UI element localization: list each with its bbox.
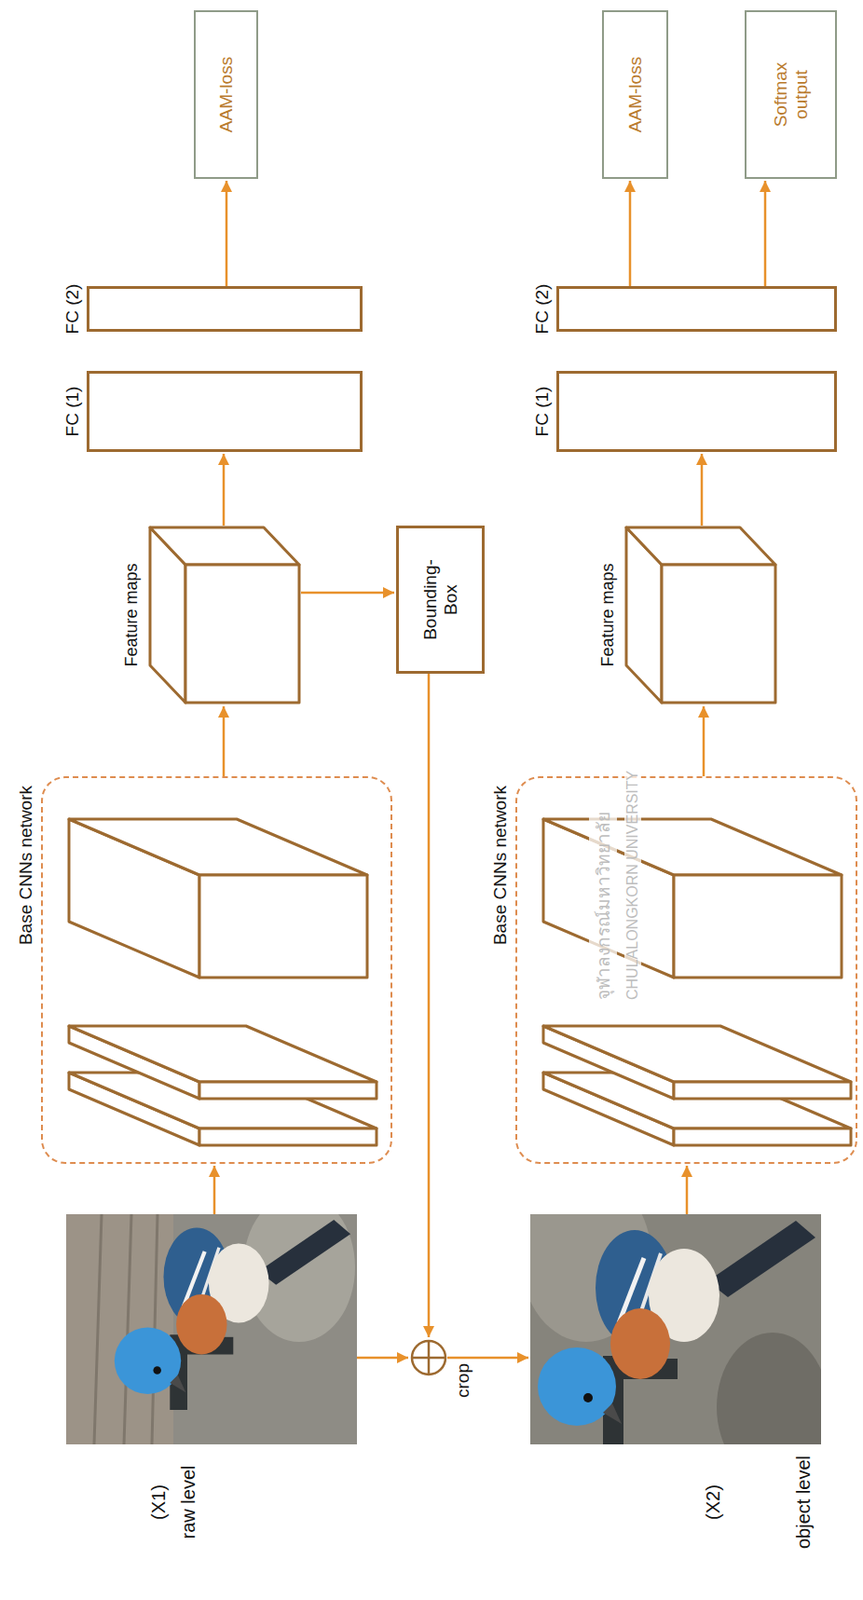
input-label: raw level — [178, 1465, 200, 1540]
node-heading: FC (1) — [62, 386, 83, 438]
node-heading: FC (2) — [532, 284, 553, 335]
arrow-connector — [700, 453, 704, 526]
box-label: Softmax output — [770, 62, 812, 128]
fc-layer: FC (2) — [86, 286, 363, 332]
box-label: AAM-loss — [216, 56, 237, 133]
crop-circle — [411, 1341, 446, 1375]
feature-maps: Feature maps — [624, 525, 778, 705]
arrow-connector — [629, 180, 632, 287]
node-heading: crop — [452, 1363, 474, 1398]
arrow-connector — [222, 706, 226, 777]
watermark-text: จุฬาลงกรณ์มหาวิทยาลัย — [589, 808, 617, 1004]
input-photo: (X2)object level — [530, 1214, 822, 1445]
input-label: (X2) — [702, 1484, 725, 1521]
node-heading: FC (1) — [532, 386, 553, 438]
crop-op: crop — [410, 1339, 448, 1377]
loss-box: AAM-loss — [602, 10, 669, 179]
fc-layer: FC (2) — [556, 286, 837, 332]
cube-front — [661, 564, 776, 703]
arrow-connector — [222, 453, 226, 526]
output-box: Softmax output — [744, 10, 837, 179]
raw-photo — [66, 1214, 357, 1445]
node-heading: Feature maps — [598, 562, 618, 667]
node-heading: Base CNNs network — [15, 785, 37, 946]
input-label: (X1) — [148, 1484, 170, 1521]
arrow-connector — [356, 1356, 409, 1360]
cube-side — [626, 527, 776, 565]
arrow-connector — [685, 1165, 689, 1215]
crop-plus — [411, 1356, 446, 1360]
arrow-connector — [447, 1356, 529, 1360]
cube-side — [150, 527, 300, 565]
cnn-group: Base CNNs network — [515, 776, 858, 1165]
box-label: Bounding- Box — [420, 559, 462, 641]
arrow-connector — [301, 591, 395, 595]
input-photo: (X1)raw level — [66, 1214, 357, 1445]
node-heading: Feature maps — [122, 562, 142, 667]
node-heading: FC (2) — [62, 284, 83, 335]
cube-outline — [624, 525, 778, 705]
bbox-box: Bounding- Box — [396, 525, 485, 674]
cube-faces — [626, 527, 776, 703]
loss-box: AAM-loss — [193, 10, 259, 179]
cube-front — [185, 564, 300, 703]
box-label: AAM-loss — [625, 56, 646, 133]
cnn-group: Base CNNs network — [41, 776, 393, 1165]
fc-layer: FC (1) — [556, 370, 837, 453]
feature-maps: Feature maps — [148, 525, 302, 705]
cnn-layers — [68, 819, 377, 1146]
arrow-connector — [225, 180, 229, 287]
arrow-connector — [702, 706, 706, 777]
input-label: object level — [793, 1455, 815, 1549]
watermark-text: CHULALONGKORN UNIVERSITY — [624, 767, 642, 1004]
object-photo — [530, 1214, 822, 1445]
node-heading: Base CNNs network — [490, 785, 511, 946]
cube-outline — [148, 525, 302, 705]
cube-faces — [150, 527, 300, 703]
arrow-connector — [213, 1165, 217, 1215]
fc-layer: FC (1) — [86, 370, 363, 453]
crop-symbol — [410, 1339, 448, 1377]
arrow-connector — [764, 180, 768, 287]
arrow-connector — [427, 673, 431, 1338]
